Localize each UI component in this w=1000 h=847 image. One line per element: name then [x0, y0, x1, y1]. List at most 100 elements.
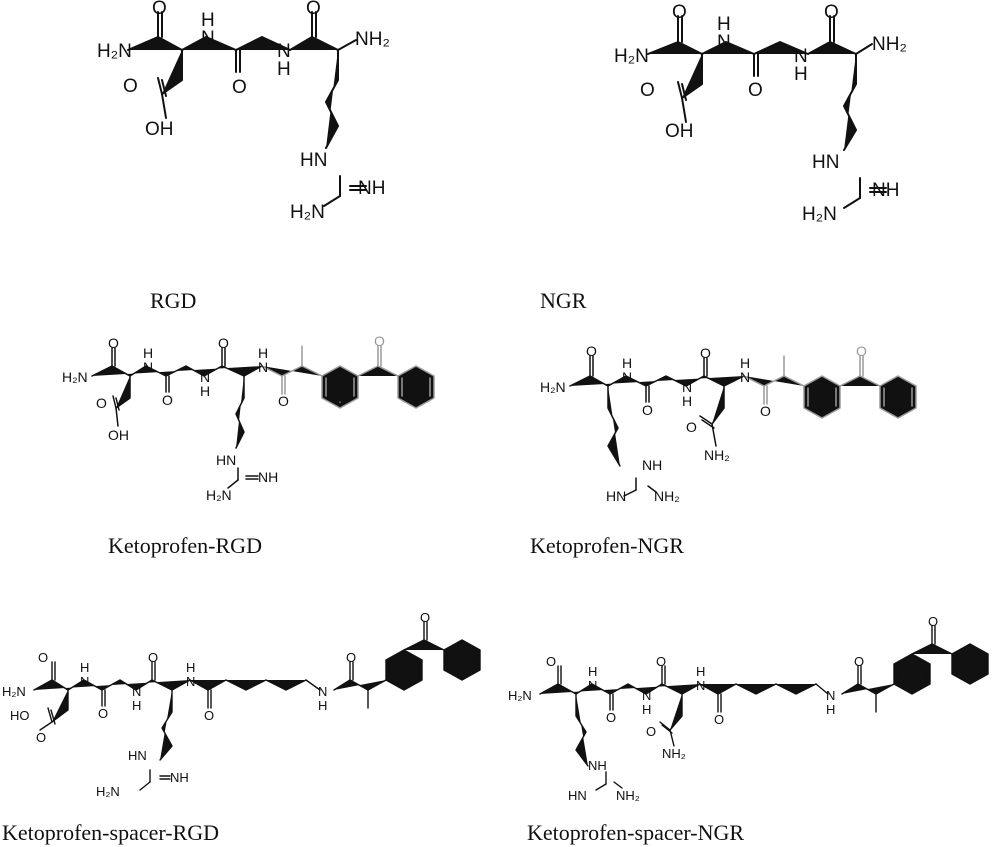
keto-rgd-o-label: O	[278, 393, 289, 409]
keto-spacer-rgd-h-label: H	[318, 698, 327, 713]
ngr-nh-label: NH	[872, 180, 899, 201]
keto-spacer-ngr-o-label: O	[854, 654, 864, 669]
keto-ngr-h-label: H	[682, 393, 692, 409]
keto-rgd-n-label: N	[143, 359, 153, 375]
ngr-n-label: N	[717, 32, 731, 53]
keto-ngr-h-label: H	[622, 355, 632, 371]
keto-spacer-rgd-n-label: N	[80, 674, 89, 689]
ketoprofen-spacer-rgd-structure: H₂N O H N O N H O H N O N H O O HO O HN …	[2, 610, 481, 799]
ngr-structure: H₂N O H N O N H O NH₂ O OH HN NH H₂N	[614, 2, 907, 225]
keto-rgd-oh-label: OH	[108, 427, 129, 443]
rgd-structure: H₂N O H N O N H O NH₂ O OH HN NH H₂N	[97, 0, 390, 223]
keto-rgd-hn-label: HN	[216, 452, 236, 468]
keto-spacer-rgd-ho-label: HO	[10, 708, 30, 723]
keto-spacer-rgd-o-label: O	[98, 706, 108, 721]
keto-rgd-h-label: H	[258, 345, 268, 361]
caption-ketoprofen-spacer-rgd: Ketoprofen-spacer-RGD	[2, 820, 220, 845]
rgd-o-label: O	[306, 0, 321, 19]
ngr-nh2-label: NH₂	[872, 34, 907, 55]
keto-ngr-nh-label: NH	[642, 457, 662, 473]
keto-spacer-rgd-n-label: N	[318, 684, 327, 699]
keto-spacer-ngr-h2n-label: H₂N	[508, 688, 532, 703]
keto-spacer-ngr-h-label: H	[642, 702, 651, 717]
keto-ngr-h2n-label: H₂N	[540, 379, 566, 395]
caption-rgd: RGD	[150, 288, 197, 313]
keto-ngr-o-label: O	[686, 419, 697, 435]
keto-spacer-rgd-o-label: O	[38, 650, 48, 665]
keto-spacer-rgd-o-label: O	[204, 708, 214, 723]
keto-rgd-n-label: N	[258, 359, 268, 375]
ngr-o-label: O	[748, 80, 763, 101]
ngr-o-label: O	[640, 80, 655, 101]
keto-spacer-ngr-o-label: O	[714, 712, 724, 727]
ngr-n-label: N	[794, 46, 808, 67]
ngr-o-label: O	[824, 2, 839, 23]
rgd-h-label: H	[277, 59, 291, 80]
ngr-h2n-label: H₂N	[802, 204, 837, 225]
keto-spacer-rgd-o-label: O	[36, 730, 46, 745]
keto-spacer-ngr-nh2-label: NH₂	[616, 788, 640, 803]
keto-spacer-ngr-h-label: H	[826, 702, 835, 717]
ngr-oh-label: OH	[665, 121, 694, 142]
ngr-h2n-label: H₂N	[614, 46, 649, 67]
keto-rgd-o-label: O	[162, 392, 173, 408]
rgd-nh2-label: NH₂	[355, 29, 390, 50]
keto-rgd-h-label: H	[200, 383, 210, 399]
keto-ngr-n-label: N	[622, 369, 632, 385]
rgd-h-label: H	[201, 10, 215, 31]
ngr-h-label: H	[794, 64, 808, 85]
keto-spacer-ngr-n-label: N	[642, 688, 651, 703]
rgd-o-label: O	[232, 77, 247, 98]
ngr-o-label: O	[672, 2, 687, 23]
keto-ngr-o-label: O	[760, 403, 771, 419]
keto-spacer-ngr-o-label: O	[546, 654, 556, 669]
rgd-h2n-label: H₂N	[97, 41, 132, 62]
keto-ngr-o-label: O	[586, 343, 597, 359]
keto-rgd-o-label: O	[374, 333, 385, 349]
keto-spacer-ngr-o-label: O	[646, 724, 656, 739]
keto-spacer-rgd-o-label: O	[346, 650, 356, 665]
keto-spacer-rgd-h-label: H	[186, 660, 195, 675]
keto-ngr-n-label: N	[740, 369, 750, 385]
keto-spacer-rgd-nh-label: NH	[170, 770, 189, 785]
keto-spacer-ngr-n-label: N	[826, 688, 835, 703]
rgd-h2n-label: H₂N	[290, 202, 325, 223]
keto-rgd-o-label: O	[108, 335, 119, 351]
keto-spacer-rgd-hn-label: HN	[128, 748, 147, 763]
ketoprofen-ngr-structure: H₂N O H N O N H O H N O O O NH₂ NH HN NH…	[540, 343, 917, 504]
keto-ngr-nh2-label: NH₂	[654, 488, 680, 504]
rgd-n-label: N	[201, 28, 215, 49]
keto-rgd-h-label: H	[143, 345, 153, 361]
keto-spacer-ngr-o-label: O	[928, 614, 938, 629]
rgd-o-label: O	[123, 76, 138, 97]
keto-spacer-ngr-h-label: H	[588, 664, 597, 679]
keto-rgd-h2n-label: H₂N	[206, 487, 232, 503]
keto-spacer-ngr-h-label: H	[696, 664, 705, 679]
keto-spacer-rgd-o-label: O	[148, 650, 158, 665]
keto-spacer-rgd-n-label: N	[186, 674, 195, 689]
ketoprofen-rgd-structure: H₂N O H N O N H O H N O O O OH HN NH H₂N	[62, 333, 435, 503]
keto-ngr-h-label: H	[740, 355, 750, 371]
keto-spacer-rgd-h-label: H	[132, 698, 141, 713]
keto-spacer-rgd-o-label: O	[420, 610, 430, 625]
caption-ketoprofen-spacer-ngr: Ketoprofen-spacer-NGR	[527, 820, 745, 845]
rgd-n-label: N	[277, 41, 291, 62]
ngr-hn-label: HN	[812, 152, 839, 173]
keto-ngr-o-label: O	[856, 343, 867, 359]
ngr-h-label: H	[717, 14, 731, 35]
keto-ngr-o-label: O	[700, 345, 711, 361]
keto-ngr-o-label: O	[642, 402, 653, 418]
keto-ngr-nh2-label: NH₂	[704, 447, 730, 463]
rgd-nh-label: NH	[358, 178, 385, 199]
keto-spacer-ngr-o-label: O	[656, 654, 666, 669]
rgd-hn-label: HN	[300, 150, 327, 171]
keto-spacer-ngr-hn-label: HN	[568, 788, 587, 803]
caption-ketoprofen-rgd: Ketoprofen-RGD	[108, 533, 262, 558]
keto-spacer-ngr-n-label: N	[696, 678, 705, 693]
keto-spacer-ngr-o-label: O	[606, 710, 616, 725]
keto-spacer-rgd-h2n-label: H₂N	[96, 784, 120, 799]
keto-rgd-h2n-label: H₂N	[62, 369, 88, 385]
ketoprofen-spacer-ngr-structure: H₂N O H N O N H O H N O N H O O O NH₂ NH…	[508, 614, 989, 803]
keto-spacer-ngr-nh2-label: NH₂	[662, 746, 686, 761]
